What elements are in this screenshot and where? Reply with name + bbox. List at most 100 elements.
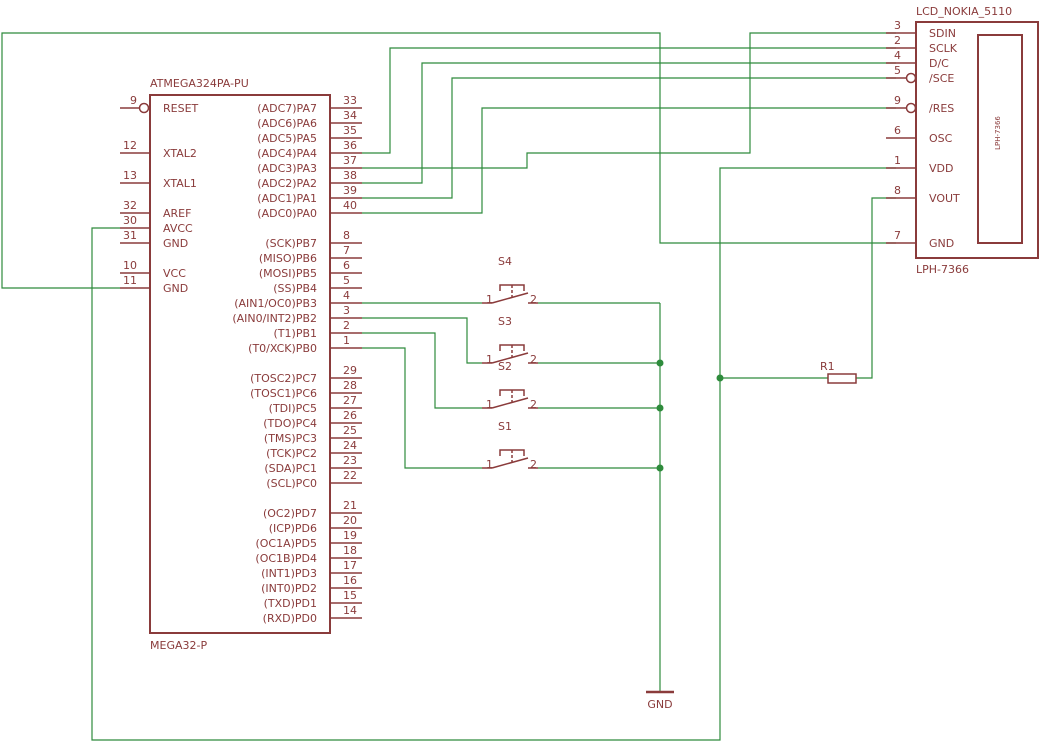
lcd-pin-label: SDIN xyxy=(929,27,956,40)
wire-pa0-res xyxy=(362,107,896,214)
mcu-pin-number: 28 xyxy=(343,379,357,392)
mcu-pin-number: 1 xyxy=(343,334,350,347)
inversion-bubble xyxy=(138,102,150,114)
mcu-left-pins: 9RESET12XTAL213XTAL132AREF30AVCC31GND10V… xyxy=(120,94,199,295)
mcu-pin-label: GND xyxy=(163,282,188,295)
mcu-pin-label: GND xyxy=(163,237,188,250)
lcd-pin-label: GND xyxy=(929,237,954,250)
lcd-screen-label: LPH-7366 xyxy=(994,116,1002,150)
mcu-right-pins: 33(ADC7)PA734(ADC6)PA635(ADC5)PA536(ADC4… xyxy=(232,94,362,625)
wire-gnd-to-lcd-gnd xyxy=(1,32,896,289)
mcu-pin-label: (OC1A)PD5 xyxy=(255,537,317,550)
lcd-pin-number: 6 xyxy=(894,124,901,137)
mcu-pin-number: 2 xyxy=(343,319,350,332)
mcu-pin-number: 40 xyxy=(343,199,357,212)
switch-pin-number: 2 xyxy=(530,458,537,471)
mcu-pin-label: (ADC4)PA4 xyxy=(257,147,317,160)
mcu-pin-label: (TXD)PD1 xyxy=(264,597,317,610)
mcu-pin-label: (ADC2)PA2 xyxy=(257,177,317,190)
mcu-pin-number: 3 xyxy=(343,304,350,317)
mcu-pin-number: 4 xyxy=(343,289,350,302)
ground-label: GND xyxy=(647,698,672,711)
mcu-pin-number: 20 xyxy=(343,514,357,527)
lcd-body xyxy=(915,21,1039,259)
mcu-pin-label: (TCK)PC2 xyxy=(266,447,317,460)
mcu-pin-number: 18 xyxy=(343,544,357,557)
switch-pin-number: 1 xyxy=(486,353,493,366)
mcu-pin-label: AVCC xyxy=(163,222,193,235)
junction-dot xyxy=(656,464,664,472)
mcu-pin-number: 26 xyxy=(343,409,357,422)
lcd-name: LCD_NOKIA_5110 xyxy=(916,5,1012,18)
switch-name: S2 xyxy=(498,360,512,373)
mcu-pin-label: (AIN0/INT2)PB2 xyxy=(232,312,317,325)
switch-contact xyxy=(491,292,529,304)
lcd-pin-label: /SCE xyxy=(929,72,954,85)
mcu-pin-number: 38 xyxy=(343,169,357,182)
lcd-pin-number: 9 xyxy=(894,94,901,107)
lcd-pin-number: 5 xyxy=(894,64,901,77)
mcu-pin-label: (ADC0)PA0 xyxy=(257,207,317,220)
lcd-pin-number: 4 xyxy=(894,49,901,62)
mcu-pin-number: 5 xyxy=(343,274,350,287)
lcd-value: LPH-7366 xyxy=(916,263,969,276)
lcd-screen xyxy=(977,34,1023,244)
switch-contact xyxy=(491,352,529,364)
mcu-pin-number: 10 xyxy=(123,259,137,272)
mcu-pin-number: 14 xyxy=(343,604,357,617)
wire-pa3-sdin xyxy=(362,32,896,169)
mcu-pin-number: 39 xyxy=(343,184,357,197)
switch-name: S1 xyxy=(498,420,512,433)
mcu-pin-label: (ADC5)PA5 xyxy=(257,132,317,145)
lcd-pin-number: 3 xyxy=(894,19,901,32)
mcu-pin-label: (TOSC2)PC7 xyxy=(250,372,317,385)
switch-contact xyxy=(491,457,529,469)
switch-pin-number: 2 xyxy=(530,398,537,411)
mcu-pin-label: (INT0)PD2 xyxy=(261,582,317,595)
mcu-pin-number: 25 xyxy=(343,424,357,437)
mcu-pin-number: 29 xyxy=(343,364,357,377)
mcu-pin-label: (TDO)PC4 xyxy=(263,417,317,430)
wire-pa2-dc xyxy=(362,62,896,184)
switch-pin-number: 1 xyxy=(486,398,493,411)
mcu-pin-label: (ADC1)PA1 xyxy=(257,192,317,205)
pushbutton-s4: S4 1 2 xyxy=(482,255,538,306)
mcu-pin-number: 19 xyxy=(343,529,357,542)
mcu-pin-number: 17 xyxy=(343,559,357,572)
mcu-pin-number: 35 xyxy=(343,124,357,137)
mcu-pin-number: 23 xyxy=(343,454,357,467)
mcu-pin-number: 31 xyxy=(123,229,137,242)
mcu-name: ATMEGA324PA-PU xyxy=(150,77,249,90)
switch-pin-number: 1 xyxy=(486,293,493,306)
mcu-pin-number: 8 xyxy=(343,229,350,242)
switch-pin-number: 2 xyxy=(530,293,537,306)
pushbutton-s2: S2 1 2 xyxy=(482,360,538,411)
mcu-pin-number: 27 xyxy=(343,394,357,407)
wire-pb2-s3 xyxy=(362,317,482,364)
lcd-pin-number: 1 xyxy=(894,154,901,167)
wire-pb0-s1 xyxy=(362,347,482,469)
switch-name: S4 xyxy=(498,255,512,268)
mcu-pin-label: (OC2)PD7 xyxy=(263,507,317,520)
switch-contact xyxy=(491,397,529,409)
resistor-body xyxy=(827,373,857,384)
mcu-pin-number: 21 xyxy=(343,499,357,512)
lcd-pin-label: SCLK xyxy=(929,42,958,55)
mcu-pin-number: 34 xyxy=(343,109,357,122)
mcu-pin-number: 37 xyxy=(343,154,357,167)
wire-avcc-vdd xyxy=(91,167,896,741)
wire-pb1-s2 xyxy=(362,332,482,409)
mcu-pin-label: (TMS)PC3 xyxy=(264,432,317,445)
mcu-pin-label: (SS)PB4 xyxy=(273,282,317,295)
lcd-pin-label: VDD xyxy=(929,162,953,175)
inversion-bubble xyxy=(905,72,917,84)
mcu-pin-label: (MISO)PB6 xyxy=(259,252,317,265)
mcu-pin-label: (INT1)PD3 xyxy=(261,567,317,580)
mcu-pin-label: (SCL)PC0 xyxy=(266,477,317,490)
lcd-pin-number: 2 xyxy=(894,34,901,47)
lcd-pin-label: D/C xyxy=(929,57,949,70)
mcu-pin-label: (ICP)PD6 xyxy=(269,522,317,535)
wires xyxy=(1,32,896,741)
